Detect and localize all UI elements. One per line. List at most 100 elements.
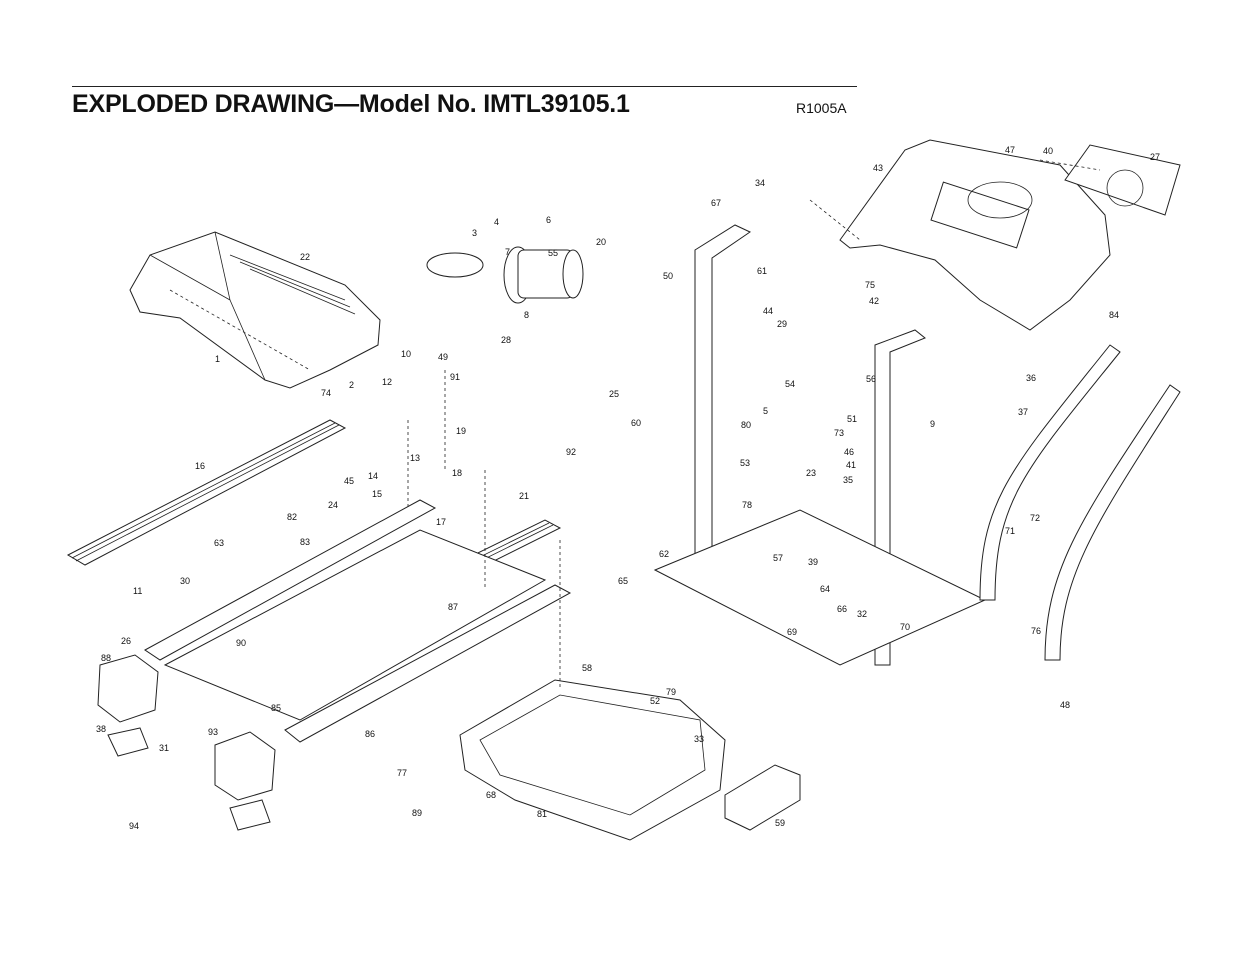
callout-74: 74: [321, 388, 331, 398]
callout-32: 32: [857, 609, 867, 619]
handrails: [979, 344, 1181, 661]
base-housing: [459, 679, 726, 841]
walking-deck: [144, 499, 572, 743]
callout-82: 82: [287, 512, 297, 522]
callout-48: 48: [1060, 700, 1070, 710]
callout-17: 17: [436, 517, 446, 527]
callout-52: 52: [650, 696, 660, 706]
callout-90: 90: [236, 638, 246, 648]
callout-25: 25: [609, 389, 619, 399]
callout-21: 21: [519, 491, 529, 501]
callout-44: 44: [763, 306, 773, 316]
callout-53: 53: [740, 458, 750, 468]
callout-55: 55: [548, 248, 558, 258]
callout-13: 13: [410, 453, 420, 463]
callout-80: 80: [741, 420, 751, 430]
callout-24: 24: [328, 500, 338, 510]
callout-5: 5: [763, 406, 768, 416]
callout-71: 71: [1005, 526, 1015, 536]
callout-70: 70: [900, 622, 910, 632]
callout-16: 16: [195, 461, 205, 471]
callout-88: 88: [101, 653, 111, 663]
callout-54: 54: [785, 379, 795, 389]
callout-35: 35: [843, 475, 853, 485]
callout-73: 73: [834, 428, 844, 438]
callout-19: 19: [456, 426, 466, 436]
callout-43: 43: [873, 163, 883, 173]
callout-36: 36: [1026, 373, 1036, 383]
callout-69: 69: [787, 627, 797, 637]
callout-64: 64: [820, 584, 830, 594]
callout-40: 40: [1043, 146, 1053, 156]
callout-42: 42: [869, 296, 879, 306]
callout-87: 87: [448, 602, 458, 612]
callout-33: 33: [694, 734, 704, 744]
callout-47: 47: [1005, 145, 1015, 155]
callout-27: 27: [1150, 152, 1160, 162]
callout-3: 3: [472, 228, 477, 238]
callout-62: 62: [659, 549, 669, 559]
page-title: EXPLODED DRAWING—Model No. IMTL39105.1: [72, 90, 630, 118]
motor-hood: [129, 231, 381, 389]
header-rule: [72, 86, 857, 87]
callout-94: 94: [129, 821, 139, 831]
callout-57: 57: [773, 553, 783, 563]
callout-7: 7: [505, 247, 510, 257]
callout-68: 68: [486, 790, 496, 800]
callout-20: 20: [596, 237, 606, 247]
callout-79: 79: [666, 687, 676, 697]
callout-75: 75: [865, 280, 875, 290]
callout-92: 92: [566, 447, 576, 457]
callout-72: 72: [1030, 513, 1040, 523]
callout-63: 63: [214, 538, 224, 548]
callout-85: 85: [271, 703, 281, 713]
callout-9: 9: [930, 419, 935, 429]
leveling-feet: [97, 654, 276, 831]
callout-65: 65: [618, 576, 628, 586]
callout-84: 84: [1109, 310, 1119, 320]
callout-93: 93: [208, 727, 218, 737]
callout-59: 59: [775, 818, 785, 828]
callout-86: 86: [365, 729, 375, 739]
callout-14: 14: [368, 471, 378, 481]
callout-61: 61: [757, 266, 767, 276]
callout-11: 11: [133, 586, 142, 596]
fan-cover: [1064, 144, 1181, 216]
callout-66: 66: [837, 604, 847, 614]
callout-1: 1: [215, 354, 220, 364]
callout-58: 58: [582, 663, 592, 673]
callout-30: 30: [180, 576, 190, 586]
callout-6: 6: [546, 215, 551, 225]
callout-78: 78: [742, 500, 752, 510]
callout-15: 15: [372, 489, 382, 499]
callout-60: 60: [631, 418, 641, 428]
callout-77: 77: [397, 768, 407, 778]
callout-28: 28: [501, 335, 511, 345]
callout-8: 8: [524, 310, 529, 320]
callout-41: 41: [846, 460, 856, 470]
callout-18: 18: [452, 468, 462, 478]
callout-39: 39: [808, 557, 818, 567]
callout-4: 4: [494, 217, 499, 227]
callout-46: 46: [844, 447, 854, 457]
uprights: [653, 224, 987, 666]
callout-56: 56: [866, 374, 876, 384]
callout-49: 49: [438, 352, 448, 362]
drawing-code: R1005A: [796, 100, 847, 116]
callout-89: 89: [412, 808, 422, 818]
callout-38: 38: [96, 724, 106, 734]
callout-labels: 1 2 3 4 5 6 7 8 9 10 11 12 13 14 15 16 1…: [96, 145, 1160, 831]
callout-31: 31: [159, 743, 169, 753]
callout-51: 51: [847, 414, 857, 424]
callout-91: 91: [450, 372, 460, 382]
callout-45: 45: [344, 476, 354, 486]
callout-26: 26: [121, 636, 131, 646]
callout-34: 34: [755, 178, 765, 188]
callout-29: 29: [777, 319, 787, 329]
callout-50: 50: [663, 271, 673, 281]
controller-board: [724, 764, 801, 831]
callout-83: 83: [300, 537, 310, 547]
callout-10: 10: [401, 349, 411, 359]
callout-23: 23: [806, 468, 816, 478]
